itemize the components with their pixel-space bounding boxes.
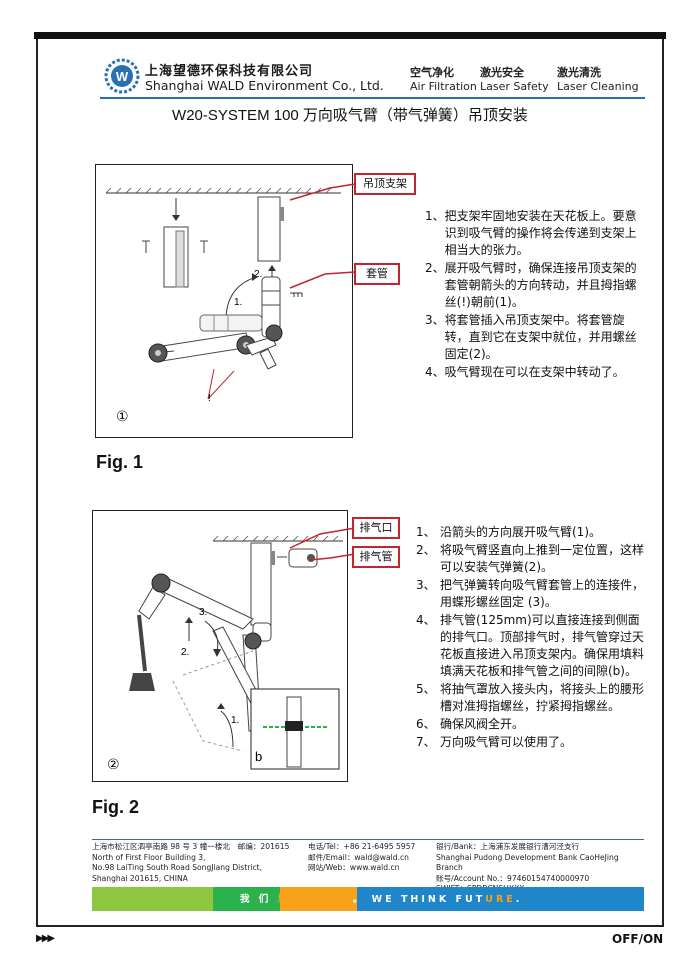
fig1-instructions: 1、把支架牢固地安装在天花板上。要意识到吸气臂的操作将会传递到支架上相当大的张力… <box>425 208 645 382</box>
fig2-callout-lines <box>289 527 356 561</box>
company-name-cn: 上海望德环保科技有限公司 <box>145 64 314 79</box>
figure-2-illustration: 3. 2. 1. b ② <box>92 510 348 782</box>
callout-exhaust-pipe: 排气管 <box>352 546 400 568</box>
fig2-step: 7、万向吸气臂可以使用了。 <box>416 735 573 749</box>
callout-sleeve: 套管 <box>354 263 400 285</box>
fig1-number: ① <box>116 409 129 425</box>
slogan-text: 我 们 思 考 未 来 。 WE THINK FUTURE. <box>240 894 523 905</box>
fig2-step: 5、将抽气罩放入接头内，将接头上的腰形槽对准拇指螺丝，拧紧拇指螺丝。 <box>416 682 645 713</box>
svg-text:W: W <box>116 69 129 84</box>
figure-1-illustration: 2. 1. ! ① <box>95 164 353 438</box>
fig2-instructions: 1、沿箭头的方向展开吸气臂(1)。 2、将吸气臂竖直向上推到一定位置，这样可以安… <box>416 524 646 752</box>
svg-text:!: ! <box>208 393 211 404</box>
fig2-step: 3、把气弹簧转向吸气臂套管上的连接件，用蝶形螺丝固定 (3)。 <box>416 578 645 609</box>
fig2-arrow-label-2: 2. <box>181 647 189 658</box>
document-title: W20-SYSTEM 100 万向吸气臂（带气弹簧）吊顶安装 <box>172 107 528 124</box>
service-laser-safety: 激光安全 Laser Safety <box>480 66 549 93</box>
fig2-step: 1、沿箭头的方向展开吸气臂(1)。 <box>416 525 601 539</box>
fig2-step: 6、确保风阀全开。 <box>416 717 525 731</box>
fig1-callout-lines <box>289 183 356 289</box>
footer-address: 上海市松江区泗亭南路 98 号 3 幢一楼北 邮编：201615 North o… <box>92 842 290 883</box>
footer-contact: 电话/Tel：+86 21-6495 5957 邮件/Email：wald@wa… <box>308 842 416 872</box>
fig2-number: ② <box>107 757 120 773</box>
fig2-step: 4、排气管(125mm)可以直接连接到侧面的排气口。顶部排气时，排气管穿过天花板… <box>416 613 645 678</box>
service-laser-cleaning: 激光清洗 Laser Cleaning <box>557 66 639 93</box>
company-logo-icon: W <box>104 58 140 94</box>
fig2-arrow-label-3: 3. <box>199 607 207 618</box>
top-bar <box>34 32 666 39</box>
fig2-label: Fig. 2 <box>92 797 140 817</box>
slogan-bar <box>92 887 644 911</box>
company-name-en: Shanghai WALD Environment Co., Ltd. <box>145 78 384 93</box>
service-air-filtration: 空气净化 Air Filtration <box>410 66 477 93</box>
header-divider <box>100 97 645 99</box>
fig2-step: 2、将吸气臂竖直向上推到一定位置，这样可以安装气弹簧(2)。 <box>416 543 645 574</box>
fig1-arrow-label-2: 2. <box>254 269 262 280</box>
fig1-arrow-label-1: 1. <box>234 297 242 308</box>
callout-ceiling-bracket: 吊顶支架 <box>354 173 416 195</box>
navigation-arrows-icon: ▶▶▶ <box>36 933 55 944</box>
page-frame <box>36 39 664 927</box>
fig1-step: 1、把支架牢固地安装在天花板上。要意识到吸气臂的操作将会传递到支架上相当大的张力… <box>425 209 637 257</box>
fig1-step: 4、吸气臂现在可以在支架中转动了。 <box>425 365 625 379</box>
callout-exhaust-port: 排气口 <box>352 517 400 539</box>
off-on-label: OFF/ON <box>612 932 664 946</box>
figure-1-drawing: 2. 1. ! ① <box>105 187 341 425</box>
fig2-arrow-label-1: 1. <box>231 715 239 726</box>
footer-divider <box>92 839 644 840</box>
fig2-inset-label: b <box>255 749 262 764</box>
figure-2-drawing: 3. 2. 1. b ② <box>107 535 343 773</box>
fig1-step: 3、将套管插入吊顶支架中。将套管旋转，直到它在支架中就位，并用螺丝固定(2)。 <box>425 313 637 361</box>
fig1-label: Fig. 1 <box>96 452 144 472</box>
fig1-step: 2、展开吸气臂时，确保连接吊顶支架的套管朝箭头的方向转动，并且拇指螺丝(!)朝前… <box>425 261 637 309</box>
